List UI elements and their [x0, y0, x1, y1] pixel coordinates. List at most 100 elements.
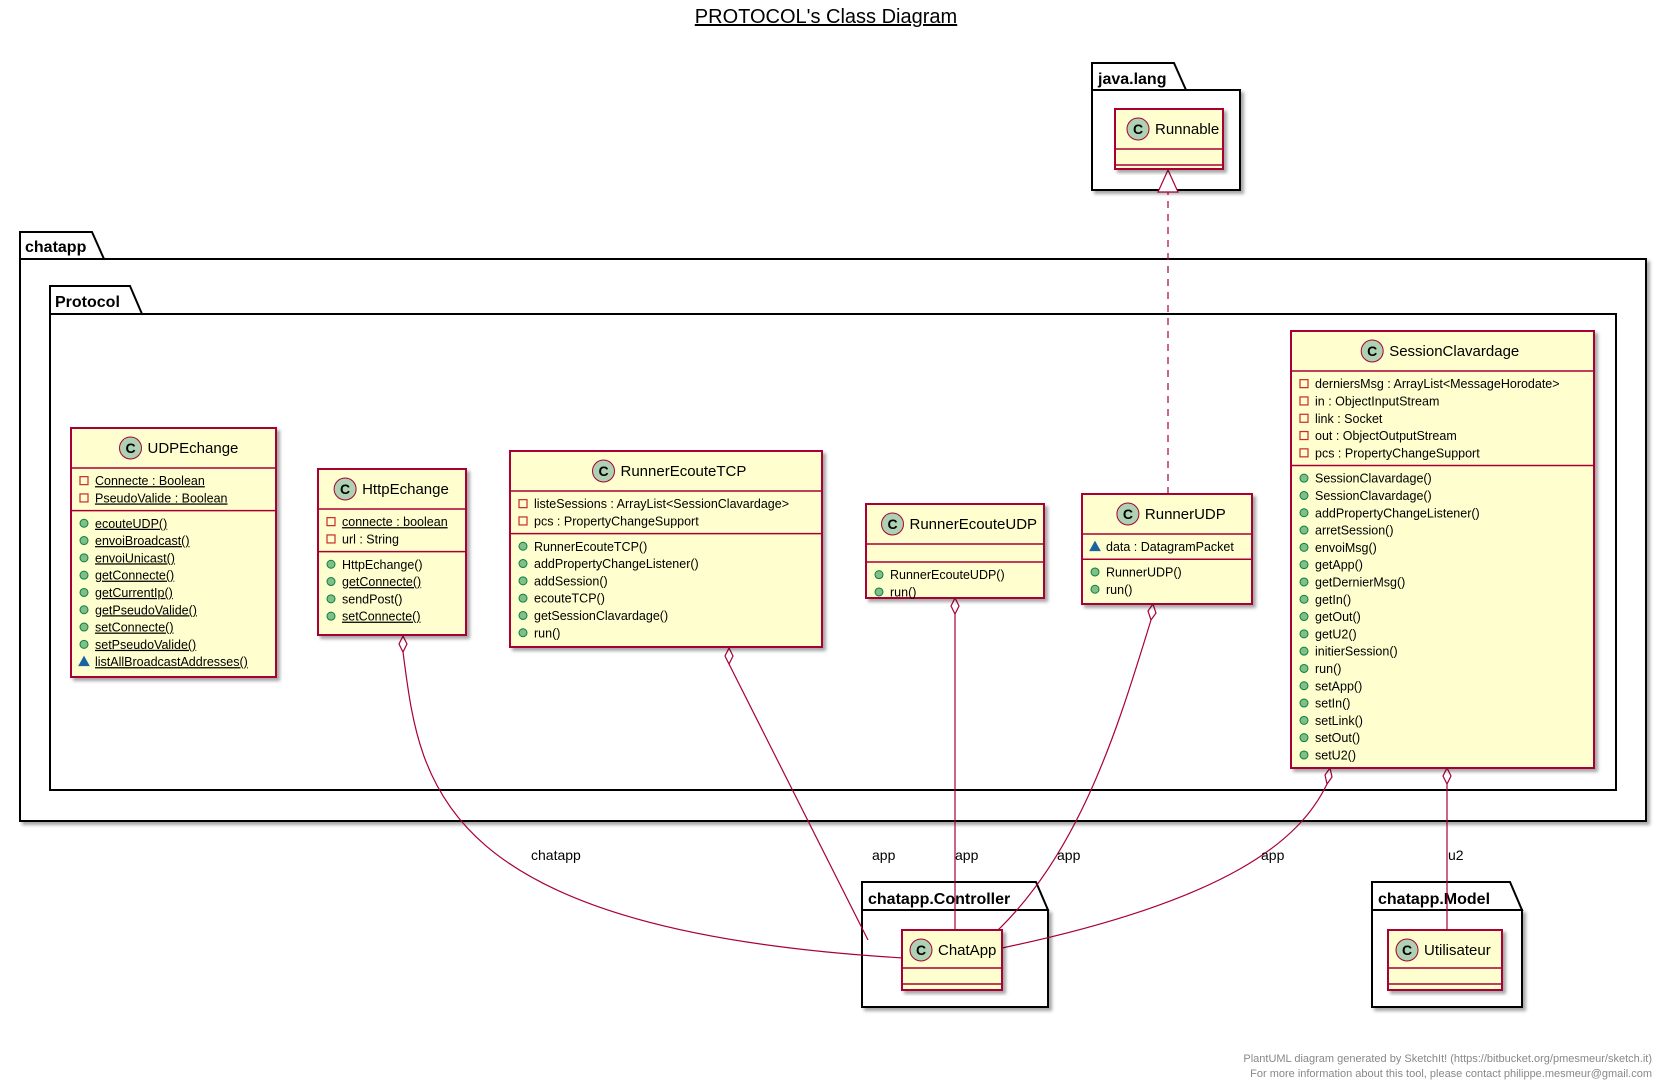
public-visibility-icon	[1299, 733, 1309, 743]
class-stereotype-icon	[333, 477, 357, 501]
package-visibility-icon	[78, 655, 90, 667]
public-visibility-icon	[518, 576, 528, 586]
aggregation-tcp-chatapp	[728, 663, 869, 941]
class-method: addPropertyChangeListener()	[534, 557, 699, 571]
class-name: ChatApp	[938, 942, 996, 959]
private-visibility-icon	[79, 493, 89, 503]
class-method: getConnecte()	[95, 569, 174, 583]
class-method: setApp()	[1315, 679, 1362, 693]
class-stereotype-icon	[881, 512, 904, 536]
class-name: RunnerEcouteTCP	[621, 463, 747, 480]
diamond-ecouteudp	[950, 596, 960, 616]
class-stereotype-icon	[1126, 117, 1150, 141]
class-stereotype-icon	[1116, 502, 1140, 526]
private-visibility-icon	[326, 517, 336, 527]
public-visibility-icon	[1299, 594, 1309, 604]
class-method: run()	[890, 585, 916, 599]
class-box	[1114, 108, 1224, 170]
public-visibility-icon	[1299, 629, 1309, 639]
class-method: run()	[1315, 662, 1341, 676]
class-method: SessionClavardage()	[1315, 489, 1432, 503]
package-visibility-icon	[1089, 540, 1101, 552]
class-method: envoiUnicast()	[95, 551, 175, 565]
class-stereotype-letter: C	[340, 481, 350, 497]
public-visibility-icon	[1299, 577, 1309, 587]
public-visibility-icon	[79, 587, 89, 597]
class-method: setLink()	[1315, 714, 1363, 728]
public-visibility-icon	[1299, 612, 1309, 622]
class-name: HttpEchange	[362, 481, 449, 498]
label-http-chatapp: chatapp	[531, 847, 581, 863]
public-visibility-icon	[79, 518, 89, 528]
package-name-controller: chatapp.Controller	[868, 891, 1010, 908]
class-stereotype-letter: C	[1133, 121, 1143, 137]
diamond-runnerudp	[1147, 602, 1157, 622]
label-session-app: app	[1261, 847, 1285, 863]
public-visibility-icon	[79, 553, 89, 563]
public-visibility-icon	[79, 605, 89, 615]
class-name: Utilisateur	[1424, 942, 1491, 959]
private-visibility-icon	[518, 516, 528, 526]
realization-arrowhead	[1157, 168, 1179, 193]
public-visibility-icon	[1299, 473, 1309, 483]
public-visibility-icon	[1299, 663, 1309, 673]
private-visibility-icon	[1299, 430, 1309, 441]
class-stereotype-icon	[909, 938, 933, 962]
class-method: getPseudoValide()	[95, 603, 197, 617]
class-name: RunnerUDP	[1145, 506, 1226, 523]
class-method: addSession()	[534, 574, 608, 588]
public-visibility-icon	[326, 611, 336, 621]
class-method: getOut()	[1315, 610, 1361, 624]
public-visibility-icon	[1299, 715, 1309, 725]
private-visibility-icon	[1299, 413, 1309, 423]
class-name: RunnerEcouteUDP	[910, 516, 1038, 533]
label-tcp-app: app	[872, 847, 896, 863]
package-name-chatapp: chatapp	[25, 239, 87, 256]
private-visibility-icon	[1299, 379, 1309, 389]
class-method: SessionClavardage()	[1315, 472, 1432, 486]
class-method: run()	[1106, 583, 1132, 597]
public-visibility-icon	[1090, 584, 1100, 594]
diamond-session-u2	[1442, 766, 1452, 786]
aggregation-session-chatapp	[1001, 783, 1328, 949]
class-method: HttpEchange()	[342, 558, 423, 572]
class-stereotype-icon	[592, 459, 615, 483]
public-visibility-icon	[1299, 646, 1309, 656]
class-method: ecouteTCP()	[534, 592, 605, 606]
class-box	[509, 450, 823, 648]
class-method: RunnerEcouteTCP()	[534, 540, 647, 554]
package-name-protocol: Protocol	[55, 294, 120, 311]
class-method: envoiBroadcast()	[95, 534, 190, 548]
class-attribute: link : Socket	[1315, 412, 1383, 426]
private-visibility-icon	[326, 534, 336, 544]
diagram-title: PROTOCOL's Class Diagram	[695, 6, 957, 28]
class-box	[1081, 493, 1253, 605]
public-visibility-icon	[326, 577, 336, 587]
class-method: setIn()	[1315, 697, 1350, 711]
class-stereotype-icon	[1395, 938, 1419, 962]
class-attribute: listeSessions : ArrayList<SessionClavard…	[534, 497, 789, 511]
class-attribute: connecte : boolean	[342, 515, 448, 529]
public-visibility-icon	[518, 593, 528, 603]
class-name: SessionClavardage	[1389, 343, 1519, 360]
class-attribute: out : ObjectOutputStream	[1315, 429, 1457, 443]
class-stereotype-icon	[119, 436, 142, 460]
class-method: initierSession()	[1315, 645, 1398, 659]
public-visibility-icon	[1299, 750, 1309, 760]
public-visibility-icon	[518, 628, 528, 638]
public-visibility-icon	[874, 570, 884, 580]
diamond-session-app	[1324, 766, 1333, 786]
class-stereotype-letter: C	[1367, 343, 1377, 359]
class-stereotype-letter: C	[125, 440, 135, 456]
class-method: getDernierMsg()	[1315, 575, 1405, 589]
public-visibility-icon	[1299, 525, 1309, 535]
public-visibility-icon	[1299, 681, 1309, 691]
footer-line-2: For more information about this tool, pl…	[1250, 1068, 1652, 1080]
private-visibility-icon	[518, 499, 528, 509]
